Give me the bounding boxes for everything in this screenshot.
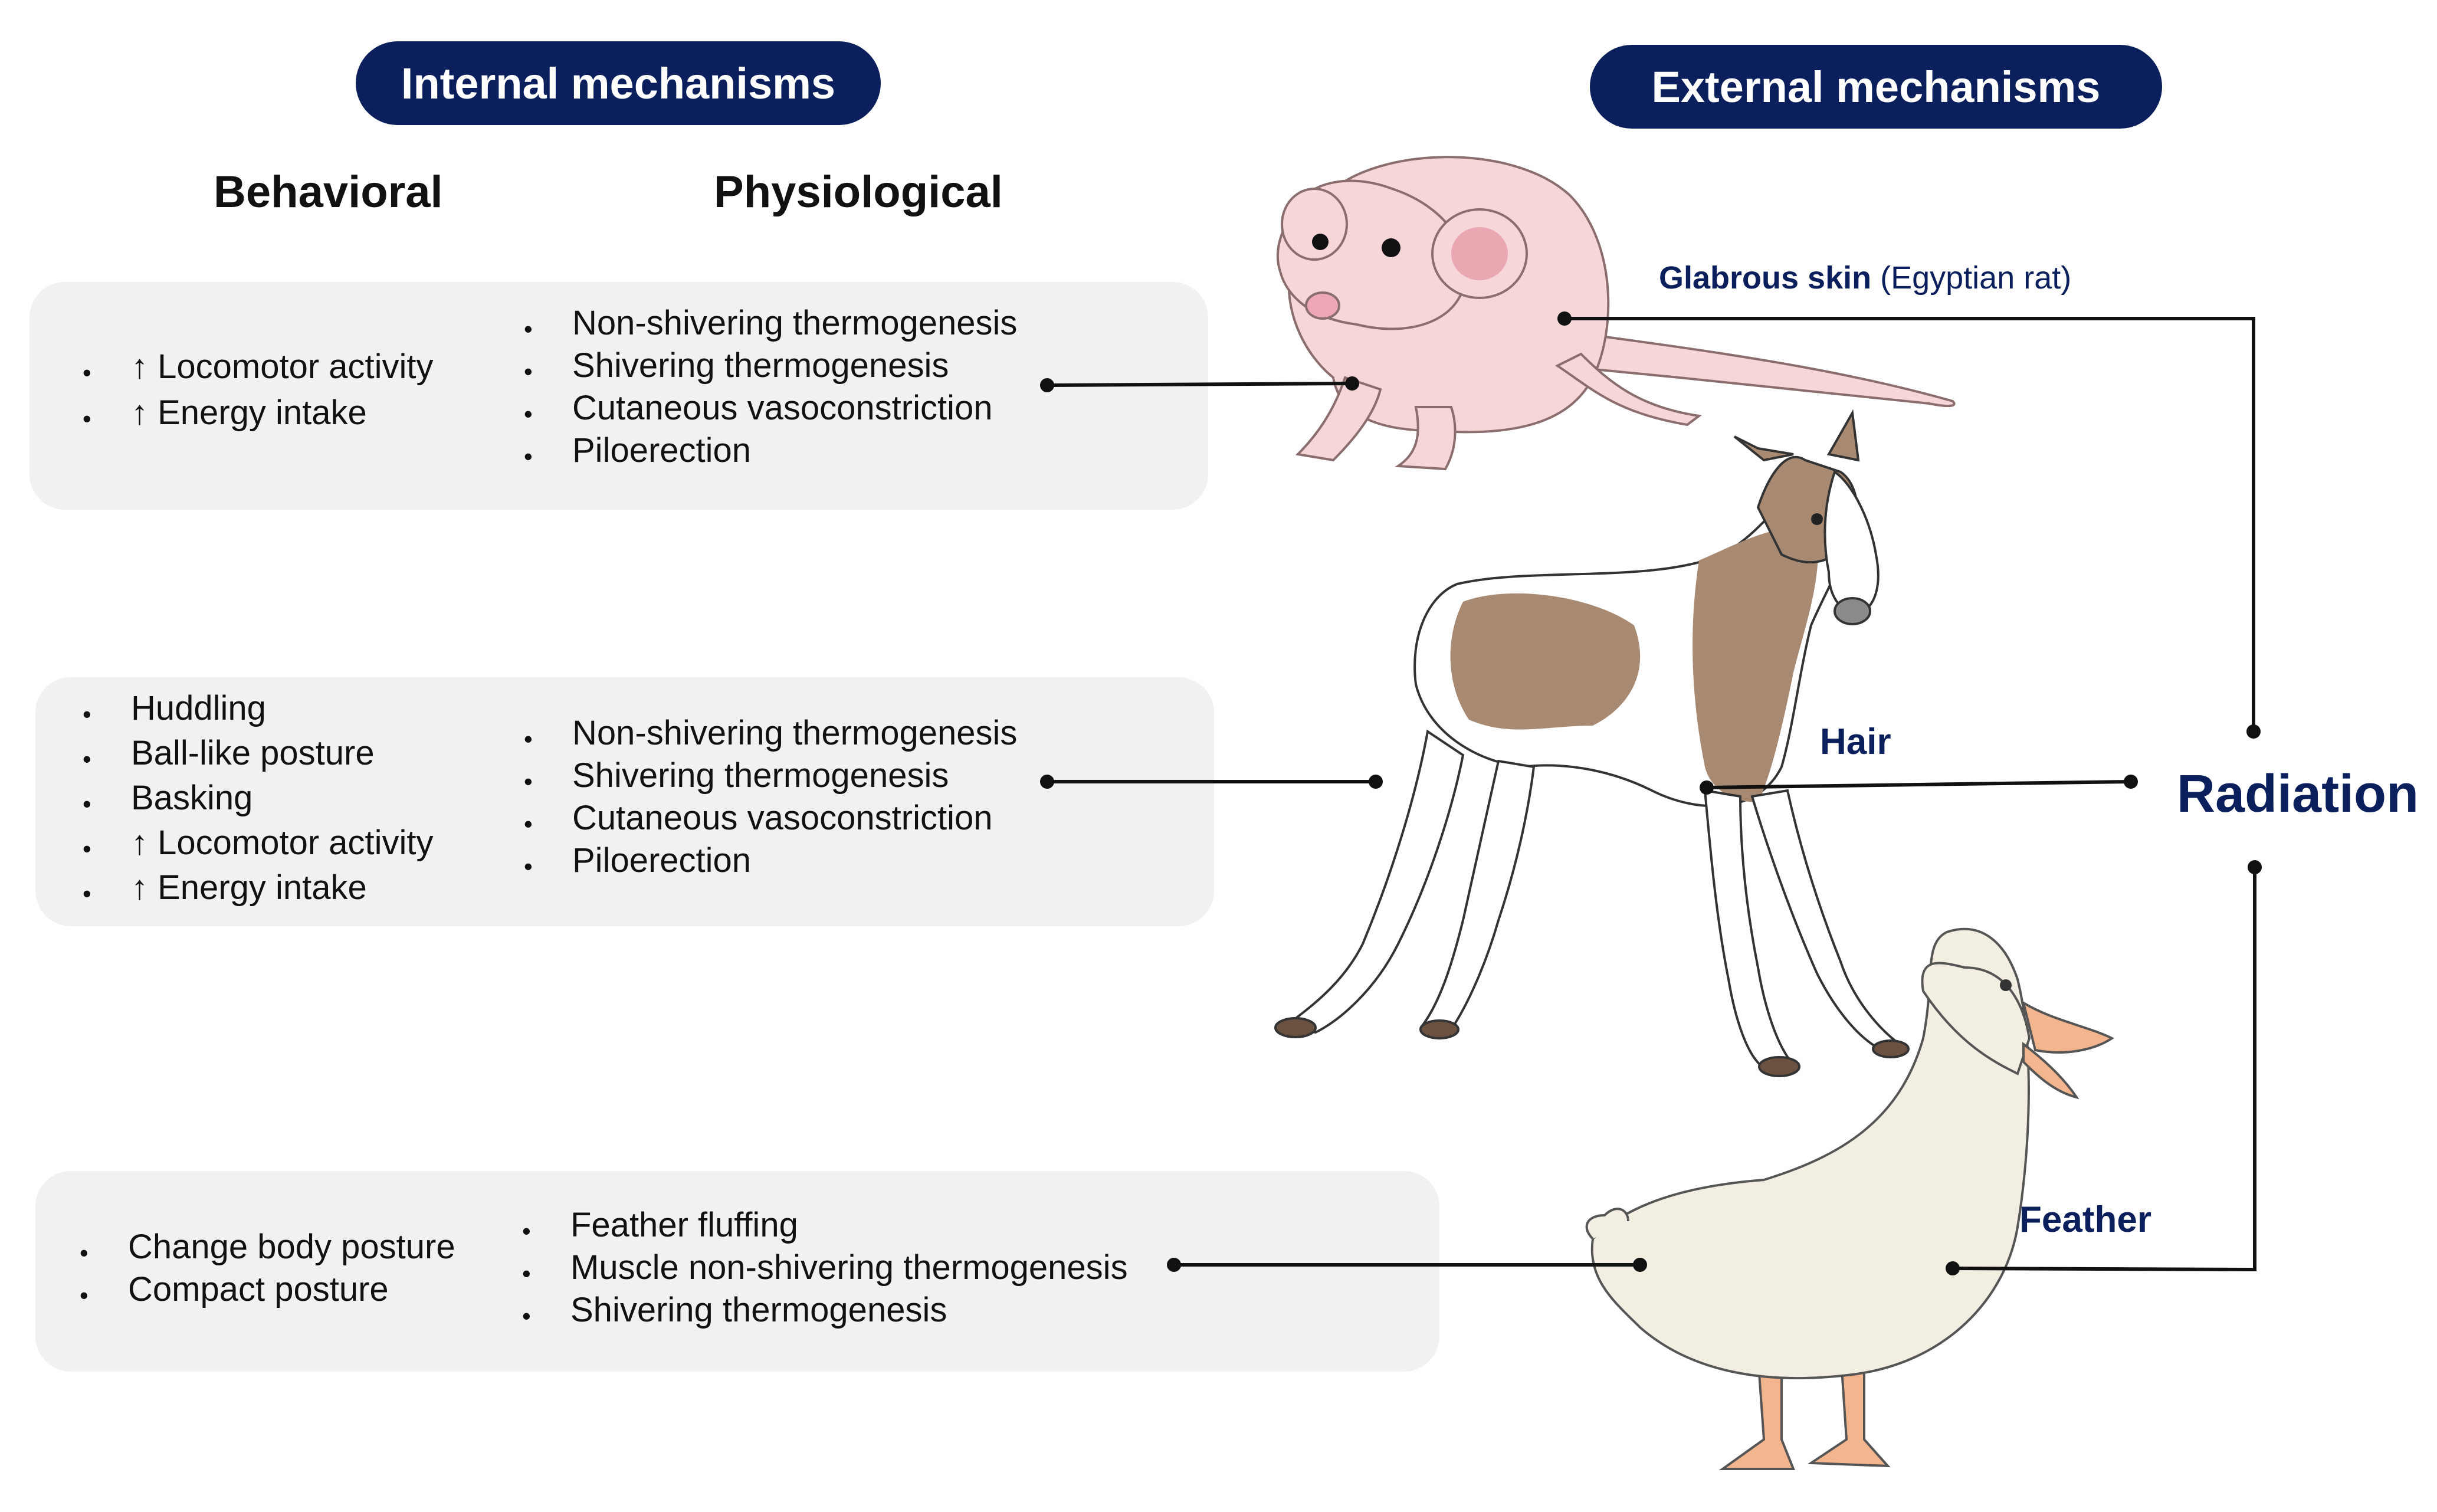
glabrous-skin-label-bold: Glabrous skin <box>1659 260 1872 296</box>
behavioral-header: Behavioral <box>214 167 443 217</box>
glabrous-skin-label-species: (Egyptian rat) <box>1871 260 2072 296</box>
rat-behavioral-list: ↑ Locomotor activity ↑ Energy intake <box>83 344 434 442</box>
list-item: ↑ Locomotor activity <box>83 344 434 396</box>
list-item: Basking <box>83 776 434 826</box>
horse-physiological-list: Non-shivering thermogenesis Shivering th… <box>524 712 1017 888</box>
list-item: Shivering thermogenesis <box>524 345 1017 393</box>
foal-horse-illustration <box>1274 409 1910 1077</box>
list-item: Non-shivering thermogenesis <box>524 302 1017 350</box>
internal-mechanisms-title: Internal mechanisms <box>356 41 881 125</box>
list-item: Piloerection <box>524 839 1017 888</box>
list-item: Shivering thermogenesis <box>524 755 1017 803</box>
list-item: Feather fluffing <box>522 1204 1128 1252</box>
list-item: Compact posture <box>80 1268 455 1317</box>
duck-illustration <box>1585 927 2114 1470</box>
list-item: ↑ Energy intake <box>83 390 434 442</box>
external-mechanisms-title: External mechanisms <box>1590 45 2162 129</box>
duck-physiological-list: Feather fluffing Muscle non-shivering th… <box>522 1204 1128 1337</box>
list-item: Cutaneous vasoconstriction <box>524 797 1017 845</box>
list-item: Shivering thermogenesis <box>522 1289 1128 1337</box>
list-item: Non-shivering thermogenesis <box>524 712 1017 760</box>
feather-label: Feather <box>2019 1199 2151 1240</box>
duck-behavioral-list: Change body posture Compact posture <box>80 1226 455 1317</box>
list-item: ↑ Energy intake <box>83 865 434 916</box>
list-item: Piloerection <box>524 429 1017 478</box>
list-item: Ball-like posture <box>83 731 434 782</box>
glabrous-skin-label: Glabrous skin (Egyptian rat) <box>1659 260 2071 296</box>
radiation-label: Radiation <box>2177 765 2419 824</box>
list-item: Muscle non-shivering thermogenesis <box>522 1247 1128 1295</box>
connector-dots <box>1040 311 2262 1275</box>
hair-label: Hair <box>1820 721 1891 762</box>
list-item: ↑ Locomotor activity <box>83 821 434 871</box>
hairless-rat-illustration <box>1276 156 1956 471</box>
list-item: Cutaneous vasoconstriction <box>524 387 1017 435</box>
list-item: Huddling <box>83 686 434 737</box>
list-item: Change body posture <box>80 1226 455 1274</box>
horse-behavioral-list: Huddling Ball-like posture Basking ↑ Loc… <box>83 686 434 916</box>
physiological-header: Physiological <box>714 167 1003 217</box>
rat-physiological-list: Non-shivering thermogenesis Shivering th… <box>524 302 1017 478</box>
connector-lines <box>1047 317 2256 1272</box>
